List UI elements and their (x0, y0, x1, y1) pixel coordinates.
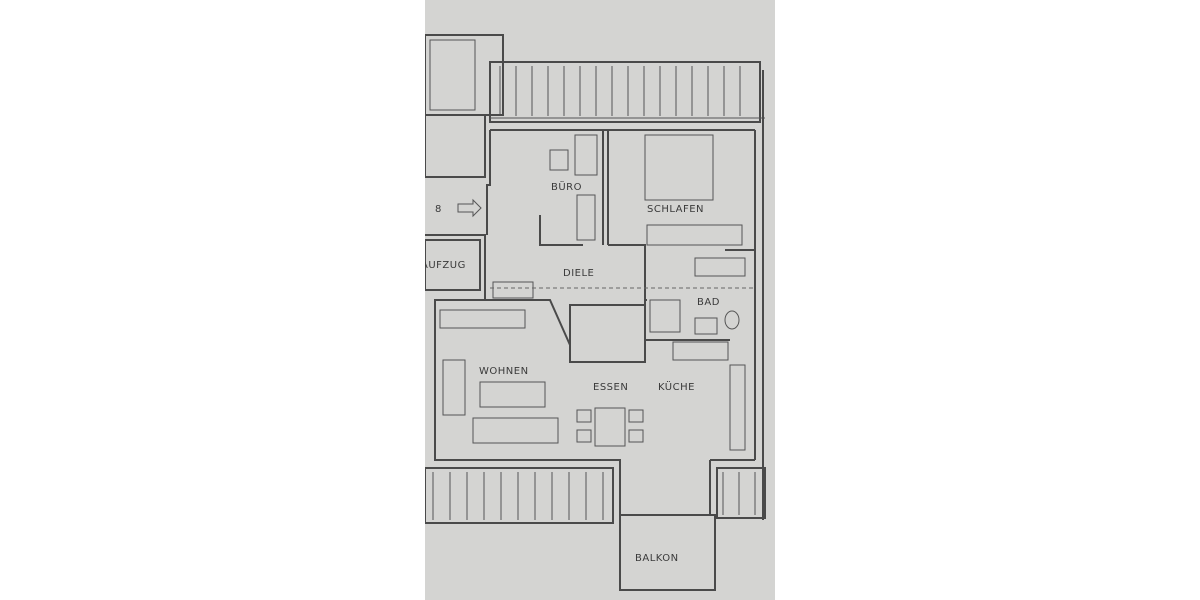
interior-walls (434, 130, 755, 460)
label-dining: ESSEN (593, 382, 628, 393)
label-hall: DIELE (563, 268, 594, 279)
staircase (425, 34, 504, 178)
entrance-arrow-icon (457, 198, 482, 218)
terrace-railing (499, 66, 741, 116)
furniture (439, 134, 755, 451)
label-bath: BAD (697, 297, 720, 308)
label-office: BÜRO (551, 180, 582, 193)
exterior-walls (425, 70, 764, 520)
label-living: WOHNEN (479, 366, 529, 377)
roof-terrace (489, 61, 765, 123)
label-kitchen: KÜCHE (658, 380, 695, 393)
floor-plan-photo: 8 AUFZUG BÜRO SCHLAFEN DIELE BAD WOHNEN … (425, 0, 775, 600)
balcony-railings (425, 467, 766, 591)
floor-plan: 8 AUFZUG BÜRO SCHLAFEN DIELE BAD WOHNEN … (425, 34, 766, 591)
stair-number: 8 (435, 204, 442, 215)
label-bedroom: SCHLAFEN (647, 204, 704, 215)
label-balcony: BALKON (635, 553, 679, 564)
label-elevator: AUFZUG (425, 260, 466, 271)
